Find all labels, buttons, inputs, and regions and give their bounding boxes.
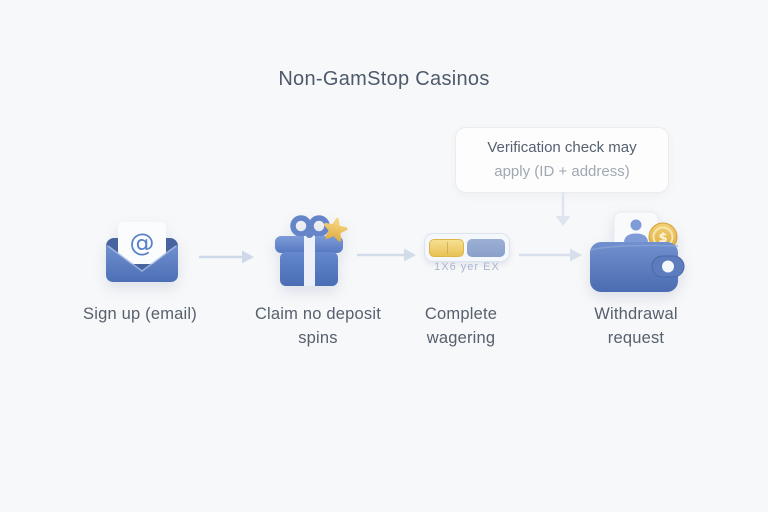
page-title: Non-GamStop Casinos xyxy=(278,68,490,90)
gift-icon xyxy=(275,215,348,286)
progress-segment-gold xyxy=(429,238,464,257)
step-withdrawal: $ xyxy=(586,210,686,299)
flow-arrow-icon xyxy=(518,248,582,262)
verification-callout: Verification check may apply (ID + addre… xyxy=(455,127,669,193)
step-label-withdrawal: Withdrawal request xyxy=(594,305,678,347)
progress-caption: 1X6 yer EX xyxy=(434,261,500,273)
step-signup: @ xyxy=(102,220,182,289)
wallet-icon: $ xyxy=(589,211,685,292)
callout-line-1: Verification check may xyxy=(487,139,637,156)
svg-text:$: $ xyxy=(658,231,667,246)
step-label-claim: Claim no deposit spins xyxy=(254,305,382,347)
progress-segment-blue xyxy=(467,238,505,257)
step-claim xyxy=(264,206,354,301)
svg-text:@: @ xyxy=(130,228,155,257)
step-label-signup: Sign up (email) xyxy=(83,305,197,323)
flow-arrow-icon xyxy=(356,248,416,262)
callout-line-2: apply (ID + address) xyxy=(494,163,630,180)
step-label-wagering: Complete wagering xyxy=(424,305,498,347)
down-arrow-icon xyxy=(555,192,571,226)
flow-arrow-icon xyxy=(198,250,254,264)
progress-bar-icon xyxy=(424,233,510,262)
email-icon: @ xyxy=(106,222,178,282)
